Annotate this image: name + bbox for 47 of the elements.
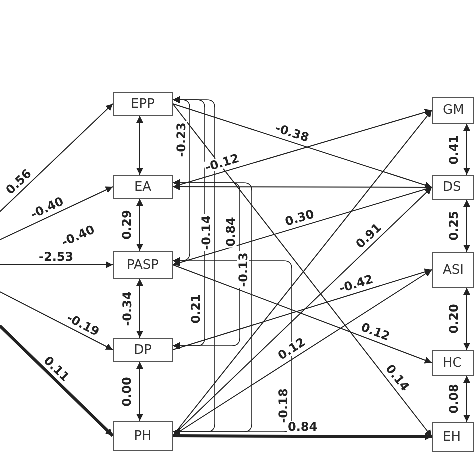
variable-box: EH (432, 422, 474, 452)
variable-box: HC (432, 350, 474, 376)
edge-label: 0.41 (448, 134, 460, 166)
edge-label: -0.14 (200, 214, 212, 252)
edge-label: 0.29 (120, 209, 133, 241)
edge-label: 0.84 (286, 420, 318, 433)
arrow (0, 292, 114, 350)
variable-box: DS (432, 175, 474, 200)
arrow (0, 262, 114, 268)
arrow (172, 270, 432, 436)
edge-label: -0.12 (202, 152, 242, 174)
variable-box: PASP (113, 251, 173, 279)
correlation-curve (172, 258, 292, 436)
edge-label: 0.08 (448, 383, 460, 415)
arrow (172, 268, 432, 350)
arrow (0, 324, 114, 438)
edge-label: -0.34 (120, 290, 133, 327)
arrow (136, 278, 144, 338)
edge-label: -2.53 (38, 251, 75, 263)
edge-label: 0.21 (190, 293, 202, 325)
variable-box: EA (113, 175, 173, 199)
arrow (464, 200, 470, 252)
arrow (136, 362, 144, 422)
edge-label: 0.20 (448, 303, 460, 335)
arrow (0, 104, 114, 212)
variable-box: ASI (432, 252, 474, 288)
edge-label: -0.13 (236, 252, 249, 288)
arrow (172, 184, 432, 191)
edge-label: -0.23 (174, 122, 187, 159)
arrow (464, 288, 470, 350)
edge-label: 0.84 (224, 216, 237, 248)
variable-box: EPP (113, 92, 173, 116)
edge-label: -0.18 (276, 388, 289, 425)
arrow (172, 187, 432, 266)
variable-box: GM (432, 97, 474, 124)
edge-label: 0.25 (448, 210, 460, 242)
arrow (172, 264, 432, 364)
edge-label: 0.00 (120, 376, 133, 408)
arrow (0, 186, 114, 240)
arrow (464, 376, 470, 422)
arrow (136, 198, 144, 252)
edge-label: 0.30 (282, 207, 317, 228)
arrow (173, 433, 432, 440)
variable-box: PH (113, 421, 173, 451)
arrow (464, 124, 470, 176)
arrow (136, 116, 144, 176)
variable-box: DP (113, 338, 173, 362)
